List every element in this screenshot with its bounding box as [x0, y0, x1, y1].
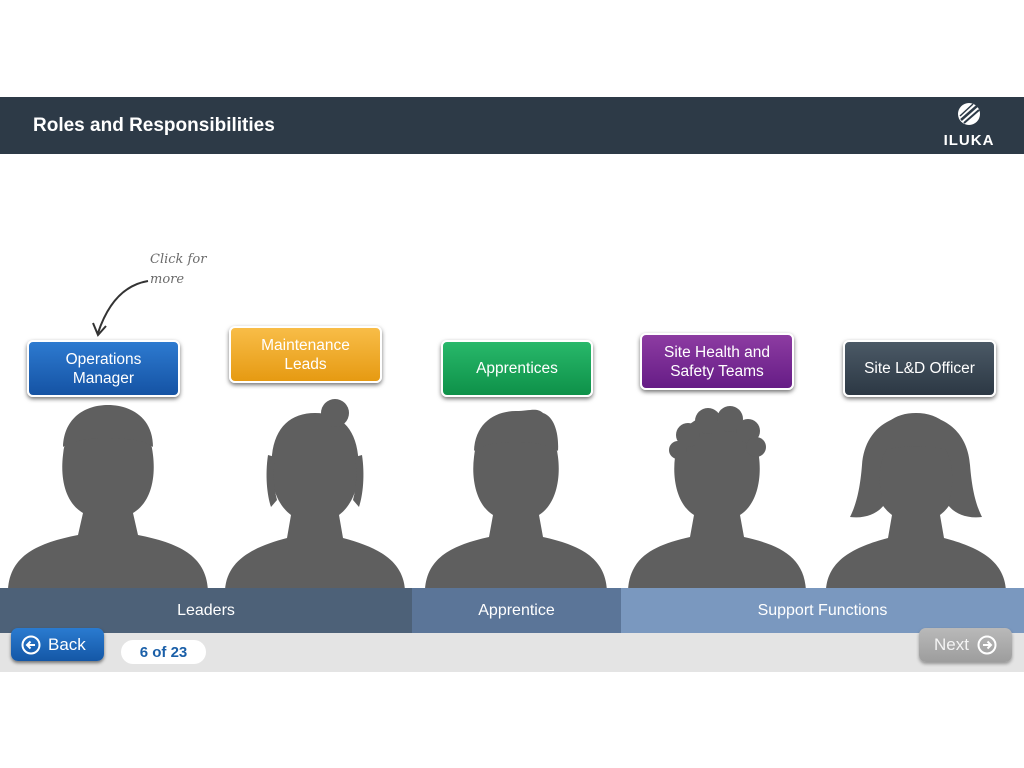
logo-text: ILUKA: [943, 132, 995, 149]
iluka-logo-icon: [958, 103, 980, 125]
next-label: Next: [934, 635, 969, 654]
next-button[interactable]: Next: [919, 628, 1012, 662]
site-ld-officer-button[interactable]: Site L&D Officer: [843, 340, 996, 397]
hint-line-2: more: [150, 272, 185, 287]
group-support-functions: Support Functions: [621, 588, 1024, 633]
iluka-logo: ILUKA: [934, 100, 1004, 150]
silhouette-man-2: [425, 395, 625, 590]
back-button[interactable]: Back: [11, 628, 104, 661]
curved-arrow-icon: [92, 280, 149, 337]
footer-nav-bar: Back 6 of 23 Next: [0, 628, 1024, 672]
silhouette-man-curly: [628, 395, 828, 590]
site-health-safety-teams-button[interactable]: Site Health and Safety Teams: [640, 333, 794, 390]
silhouette-woman-bob: [826, 395, 1024, 590]
role-label-line-2: Leads: [284, 355, 327, 373]
silhouette-woman-1: [225, 395, 425, 590]
header-bar: Roles and Responsibilities ILUKA: [0, 97, 1024, 154]
arrow-right-circle-icon: [977, 635, 997, 655]
role-group-band: Leaders Apprentice Support Functions: [0, 588, 1024, 633]
silhouette-man-1: [8, 395, 208, 590]
apprentices-button[interactable]: Apprentices: [441, 340, 593, 397]
role-label: Site L&D Officer: [864, 360, 975, 377]
role-label-line-2: Safety Teams: [670, 362, 764, 380]
page-title: Roles and Responsibilities: [33, 115, 275, 136]
click-for-more-hint: Click for more: [150, 250, 230, 290]
arrow-left-circle-icon: [21, 635, 41, 654]
back-label: Back: [48, 634, 86, 654]
group-apprentice: Apprentice: [412, 588, 621, 633]
role-label-line-1: Site Health and: [664, 343, 770, 361]
maintenance-leads-button[interactable]: Maintenance Leads: [229, 326, 382, 383]
page-counter: 6 of 23: [121, 640, 206, 664]
role-label-line-2: Manager: [72, 369, 135, 387]
group-leaders: Leaders: [0, 588, 412, 633]
role-label-line-1: Operations: [65, 350, 142, 368]
role-label-line-1: Maintenance: [261, 336, 350, 354]
operations-manager-button[interactable]: Operations Manager: [27, 340, 180, 397]
hint-line-1: Click for: [150, 252, 207, 267]
role-label: Apprentices: [476, 360, 558, 377]
